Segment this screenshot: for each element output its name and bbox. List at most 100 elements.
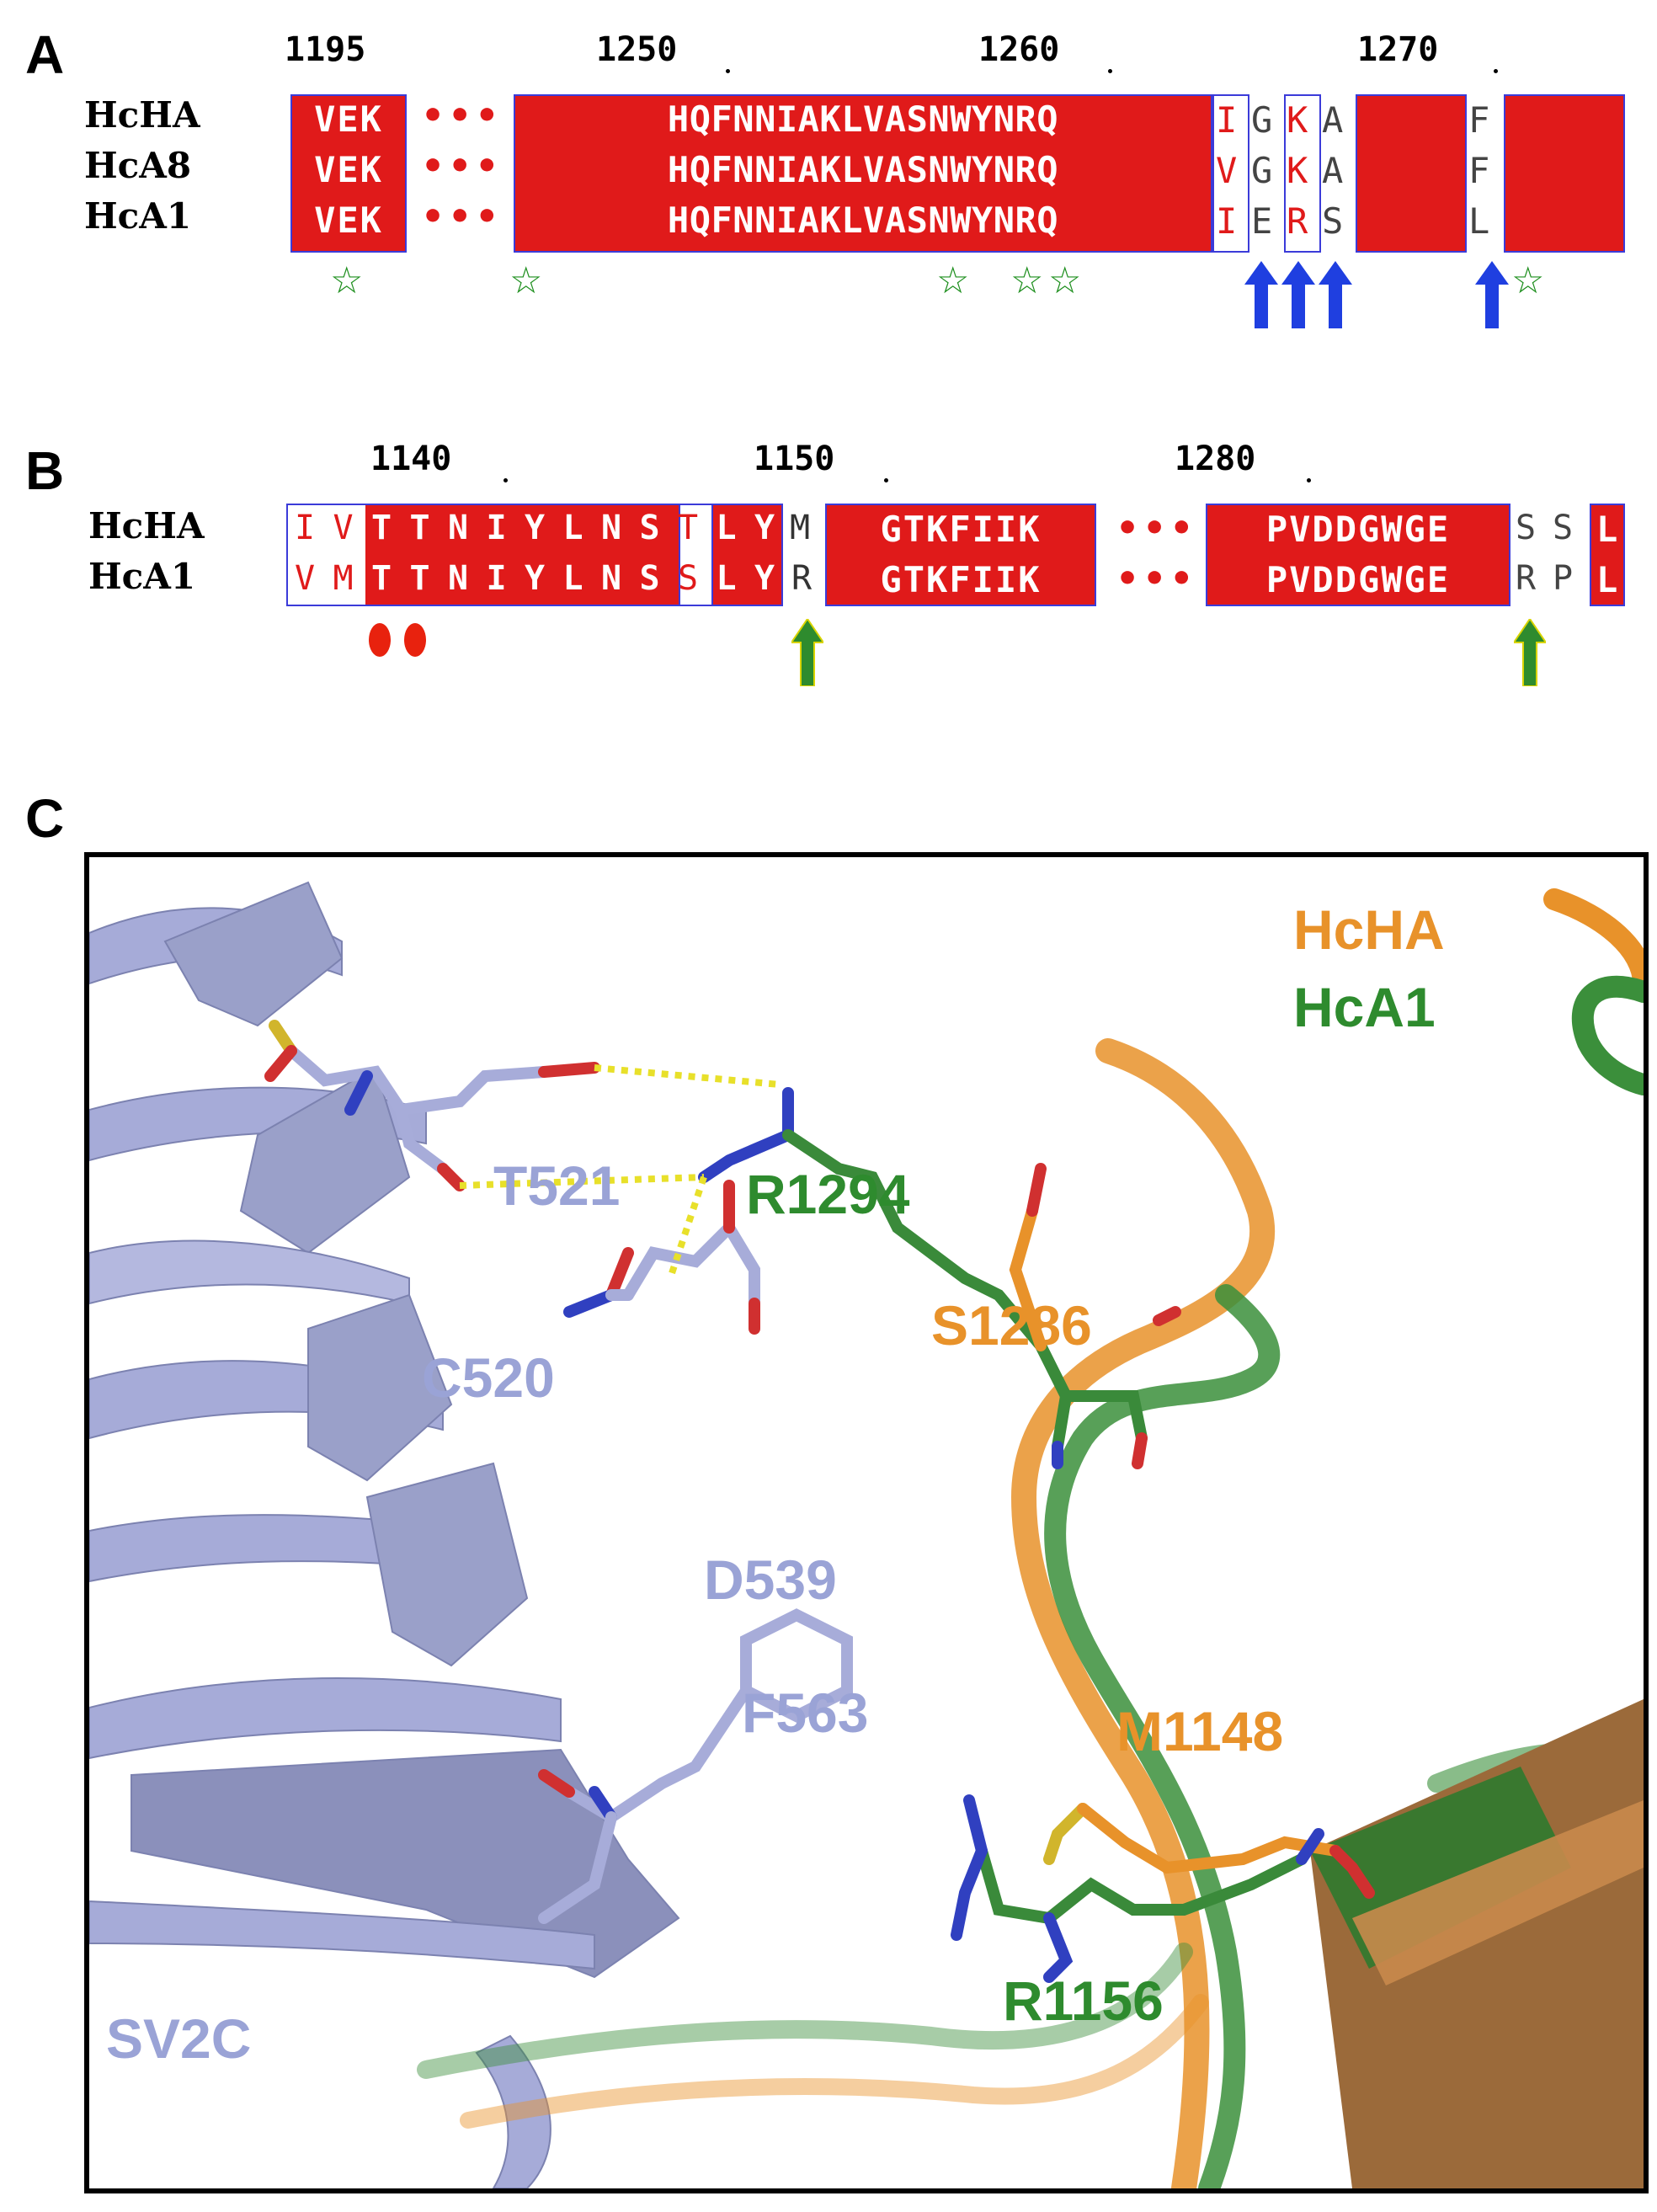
star-icon: ☆ [1048, 259, 1082, 302]
star-icon: ☆ [1010, 259, 1044, 302]
residue: M [790, 509, 811, 547]
residue: K [1287, 150, 1308, 191]
residue: V [333, 509, 354, 547]
position-dot [1108, 69, 1112, 73]
box-similar-col [1284, 94, 1321, 253]
gap-ellipsis: ••• [421, 94, 503, 137]
conserved-block-pvddgwge [1206, 504, 1510, 606]
box-similar-col [1212, 94, 1249, 253]
residue: G [1251, 150, 1273, 191]
position-1195: 1195 [285, 30, 366, 69]
star-icon: ☆ [1511, 259, 1545, 302]
seq-segment: PVDDGWGE [1265, 509, 1451, 550]
residue: L [562, 559, 583, 598]
label-s1286: S1286 [931, 1294, 1092, 1357]
residue: L [1596, 559, 1618, 600]
residue: A [1322, 99, 1344, 141]
residue: Y [754, 559, 775, 598]
residue: T [409, 509, 430, 547]
structure-view: HcHA HcA1 T521 R1294 S1286 C520 D539 F56… [84, 852, 1649, 2193]
arrow-up-icon [1475, 261, 1509, 328]
gap-ellipsis: ••• [1116, 557, 1197, 600]
conserved-block-main [514, 94, 1212, 253]
red-dot-marker [404, 623, 426, 657]
gap-ellipsis: ••• [1116, 507, 1197, 550]
label-r1294: R1294 [746, 1163, 910, 1225]
position-1150: 1150 [754, 440, 835, 478]
residue: N [448, 559, 469, 598]
position-1260: 1260 [978, 30, 1060, 69]
residue: S [1516, 509, 1537, 547]
residue: T [371, 559, 392, 598]
panel-a-letter: A [25, 24, 65, 85]
box-seq1 [286, 504, 783, 606]
residue: K [1287, 99, 1308, 141]
conserved-block-srt [1356, 94, 1467, 253]
label-c520: C520 [422, 1346, 555, 1409]
residue: Y [754, 509, 775, 547]
seq-segment: VEK [314, 149, 383, 190]
residue: S [639, 559, 660, 598]
conserved-block-ttnnylns [365, 505, 679, 605]
seq-segment: HQFNNIAKLVASNWYNRQ [667, 200, 1059, 241]
label-m1148: M1148 [1116, 1700, 1284, 1762]
seq-name-hca1-b: HcA1 [88, 556, 196, 597]
residue: L [716, 509, 737, 547]
block-main-text: HQFNNIAKLVASNWYNRQ HQFNNIAKLVASNWYNRQ HQ… [514, 94, 1212, 246]
arrow-up-icon [1514, 619, 1546, 686]
seq-segment: GTKFIIK [880, 509, 1042, 550]
star-icon: ☆ [509, 259, 543, 302]
conserved-block-gtkfiik [825, 504, 1096, 606]
seq-segment: HQFNNIAKLVASNWYNRQ [667, 99, 1059, 140]
residue: I [1216, 99, 1238, 141]
position-1270: 1270 [1357, 30, 1439, 69]
residue: L [562, 509, 583, 547]
position-dot [1494, 69, 1498, 73]
residue: V [295, 559, 316, 598]
protein-structure-render [89, 881, 1644, 2188]
red-dot-marker [369, 623, 391, 657]
arrow-up-icon [1319, 261, 1352, 328]
residue: T [409, 559, 430, 598]
residue: Y [525, 509, 546, 547]
arrow-up-icon [1244, 261, 1278, 328]
position-dot [726, 69, 730, 73]
residue: E [1251, 200, 1273, 242]
residue: I [1216, 200, 1238, 242]
residue: Y [525, 559, 546, 598]
residue: G [1251, 99, 1273, 141]
residue: R [1516, 559, 1537, 598]
seq-segment: PVDDGWGE [1265, 559, 1451, 600]
star-icon: ☆ [330, 259, 364, 302]
legend-hcha: HcHA [1293, 898, 1445, 961]
residue: N [601, 559, 622, 598]
seq-segment: GTKFIIK [880, 559, 1042, 600]
residue: N [601, 509, 622, 547]
residue: L [1468, 200, 1490, 242]
block-vek-text: VEK VEK VEK [290, 94, 407, 246]
residue: S [678, 559, 699, 598]
residue: R [1287, 200, 1308, 242]
position-1250: 1250 [596, 30, 678, 69]
position-dot [884, 478, 888, 482]
residue: F [1468, 99, 1490, 141]
star-icon: ☆ [936, 259, 970, 302]
residue: N [448, 509, 469, 547]
gap-ellipsis: ••• [421, 145, 503, 188]
conserved-block-vek [290, 94, 407, 253]
label-f563: F563 [742, 1682, 869, 1744]
panel-c-letter: C [25, 788, 65, 849]
seq-name-hcha: HcHA [84, 94, 200, 136]
residue: S [639, 509, 660, 547]
residue: L [716, 559, 737, 598]
conserved-block-ly [713, 505, 781, 605]
position-1280: 1280 [1175, 440, 1256, 478]
panel-b-letter: B [25, 440, 65, 501]
label-sv2c: SV2C [106, 2007, 252, 2070]
residue: I [486, 509, 507, 547]
arrow-up-icon [791, 619, 823, 686]
seq-name-hca1: HcA1 [84, 195, 192, 237]
position-1140: 1140 [370, 440, 452, 478]
label-r1156: R1156 [1003, 1969, 1164, 2032]
residue: S [1322, 200, 1344, 242]
